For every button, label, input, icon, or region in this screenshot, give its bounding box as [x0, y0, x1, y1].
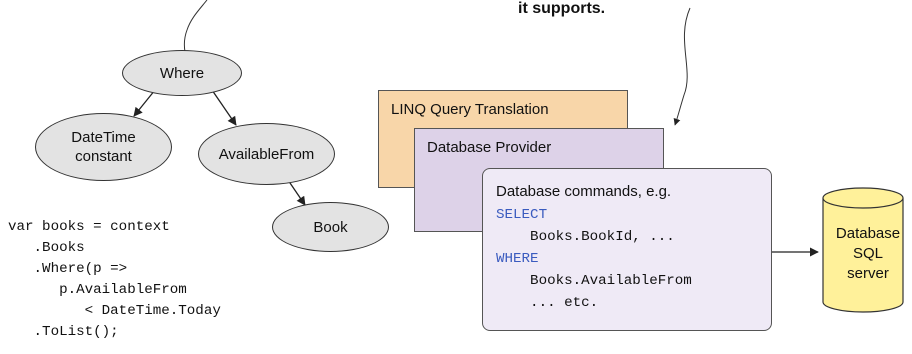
sql-etc: ... etc. [496, 295, 599, 311]
linq-query-translation-label: LINQ Query Translation [391, 101, 549, 118]
code-line: var books = context [8, 219, 170, 235]
database-commands-text: Database commands, e.g. SELECT Books.Boo… [496, 181, 692, 314]
annotation-pointer-right [673, 7, 691, 126]
code-line: < DateTime.Today [8, 303, 221, 319]
code-line: .ToList(); [8, 324, 119, 340]
database-provider-label: Database Provider [427, 139, 552, 156]
database-label-line1: Database [835, 225, 901, 242]
annotation-pointer-left [183, 0, 208, 53]
code-line: .Books [8, 240, 85, 256]
sql-select-columns: Books.BookId, ... [496, 229, 675, 245]
edge-where-availablefrom [211, 89, 237, 126]
database-label: Database SQL server [823, 224, 912, 284]
tree-node-where: Where [122, 50, 242, 96]
tree-node-availablefrom-label: AvailableFrom [218, 145, 315, 163]
sql-where-column: Books.AvailableFrom [496, 273, 692, 289]
database-label-line2: SQL [852, 245, 883, 262]
tree-node-datetime-label-line1: DateTime [71, 129, 136, 146]
database-commands-box: Database commands, e.g. SELECT Books.Boo… [482, 168, 772, 331]
database-label-line3: server [847, 265, 889, 282]
tree-node-where-label: Where [159, 64, 205, 82]
database-commands-title: Database commands, e.g. [496, 183, 672, 200]
tree-node-book-label: Book [313, 218, 348, 236]
tree-node-datetime-constant: DateTime constant [35, 113, 172, 181]
tree-node-datetime-label-line2: constant [75, 148, 132, 165]
code-line: .Where(p => [8, 261, 128, 277]
annotation-text: it supports. [518, 0, 606, 17]
tree-node-book: Book [272, 202, 389, 252]
edge-availablefrom-book [287, 179, 306, 206]
tree-node-availablefrom: AvailableFrom [198, 123, 335, 185]
linq-code-block: var books = context .Books .Where(p => p… [8, 217, 221, 343]
sql-keyword-select: SELECT [496, 207, 548, 223]
edge-where-datetime [133, 89, 156, 117]
sql-keyword-where: WHERE [496, 251, 539, 267]
code-line: p.AvailableFrom [8, 282, 187, 298]
